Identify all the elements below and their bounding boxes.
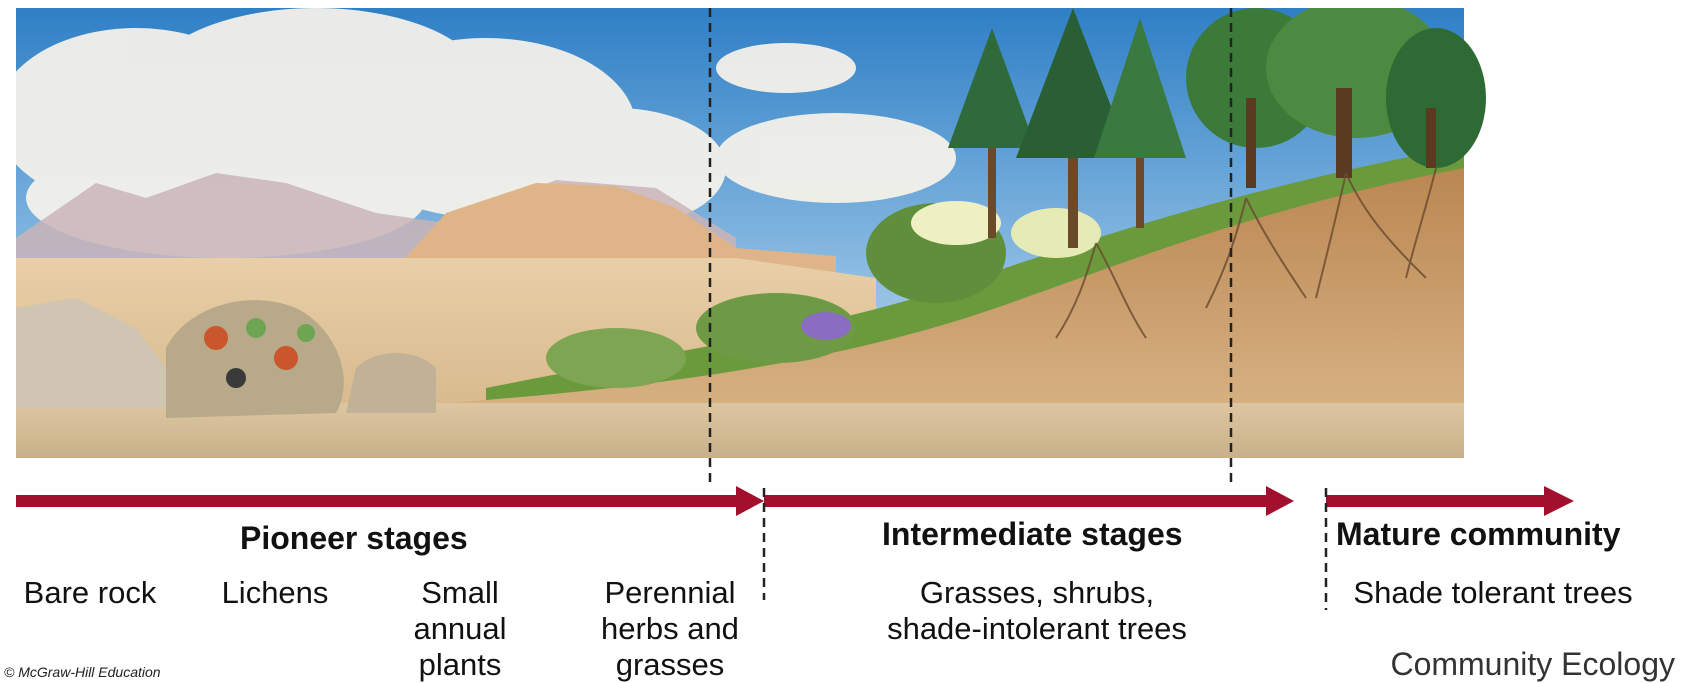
step-perennial-herbs: Perennial herbs and grasses	[585, 575, 755, 683]
stage-title-pioneer: Pioneer stages	[240, 520, 468, 556]
step-bare-rock: Bare rock	[10, 575, 170, 611]
step-small-annual-plants: Small annual plants	[395, 575, 525, 683]
arrow-mature	[1326, 486, 1574, 516]
arrow-intermediate	[764, 486, 1294, 516]
footer-title: Community Ecology	[1390, 646, 1675, 683]
step-line: Bare rock	[10, 575, 170, 611]
step-line: plants	[395, 647, 525, 683]
step-line: Small	[395, 575, 525, 611]
step-line: Lichens	[200, 575, 350, 611]
stage-title-intermediate: Intermediate stages	[882, 516, 1183, 552]
step-grasses-shrubs: Grasses, shrubs, shade-intolerant trees	[862, 575, 1212, 647]
step-line: annual	[395, 611, 525, 647]
step-line: shade-intolerant trees	[862, 611, 1212, 647]
step-lichens: Lichens	[200, 575, 350, 611]
step-line: herbs and	[585, 611, 755, 647]
arrow-pioneer	[16, 486, 764, 516]
step-line: Perennial	[585, 575, 755, 611]
stage-title-mature: Mature community	[1336, 516, 1620, 552]
step-line: Grasses, shrubs,	[862, 575, 1212, 611]
step-line: grasses	[585, 647, 755, 683]
copyright-notice: © McGraw-Hill Education	[4, 664, 161, 680]
step-shade-tolerant-trees: Shade tolerant trees	[1328, 575, 1658, 611]
step-line: Shade tolerant trees	[1328, 575, 1658, 611]
